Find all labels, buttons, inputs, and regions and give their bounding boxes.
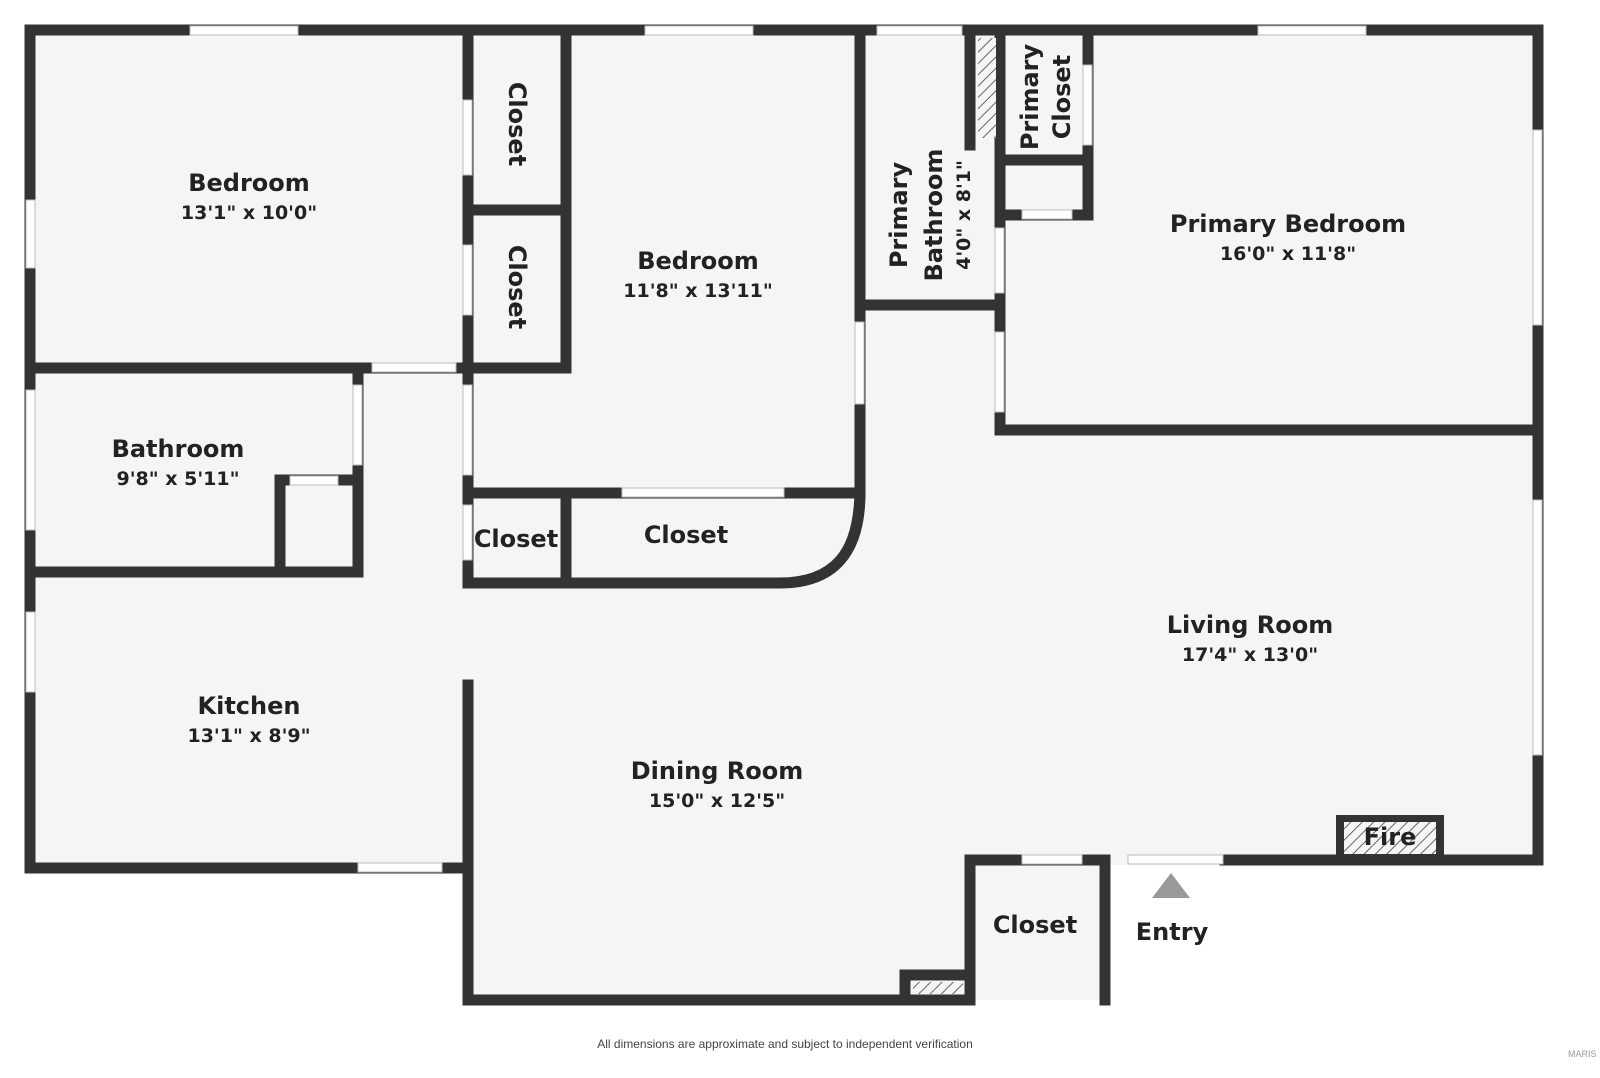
room-label: Primary: [885, 161, 913, 268]
room-label: Bathroom: [920, 149, 948, 282]
floor: [30, 30, 1538, 1000]
fireplace-label: Fire: [1364, 823, 1417, 851]
entry-label: Entry: [1136, 918, 1209, 946]
column-hatch: [913, 982, 963, 994]
room-label: Closet: [503, 245, 531, 329]
room-label: Primary Bedroom: [1170, 210, 1406, 238]
room-dimensions: 13'1" x 8'9": [187, 725, 310, 747]
chimney-hatch: [978, 38, 996, 138]
windows: [25, 25, 1543, 873]
room-label: Kitchen: [198, 692, 301, 720]
room-label: Dining Room: [631, 757, 804, 785]
room-label: Bedroom: [637, 247, 759, 275]
room-dimensions: 16'0" x 11'8": [1220, 243, 1356, 265]
watermark: MARIS: [1568, 1049, 1597, 1059]
room-label: Living Room: [1167, 611, 1333, 639]
room-dimensions: 9'8" x 5'11": [116, 468, 239, 490]
room-label: Closet: [474, 525, 558, 553]
room-dimensions: 11'8" x 13'11": [623, 280, 772, 302]
entry-arrow-icon: [1152, 873, 1190, 898]
room-label: Closet: [993, 911, 1077, 939]
fireplace: [1336, 815, 1444, 860]
room-dimensions: 17'4" x 13'0": [1182, 644, 1318, 666]
disclaimer: All dimensions are approximate and subje…: [597, 1037, 973, 1051]
room-label: Bedroom: [188, 169, 310, 197]
room-dimensions: 4'0" x 8'1": [953, 160, 975, 270]
room-dimensions: 13'1" x 10'0": [181, 202, 317, 224]
room-label: Closet: [503, 82, 531, 166]
room-label: Closet: [1048, 55, 1076, 139]
room-label: Primary: [1016, 43, 1044, 150]
room-label: Closet: [644, 521, 728, 549]
room-dimensions: 15'0" x 12'5": [649, 790, 785, 812]
room-label: Bathroom: [112, 435, 245, 463]
